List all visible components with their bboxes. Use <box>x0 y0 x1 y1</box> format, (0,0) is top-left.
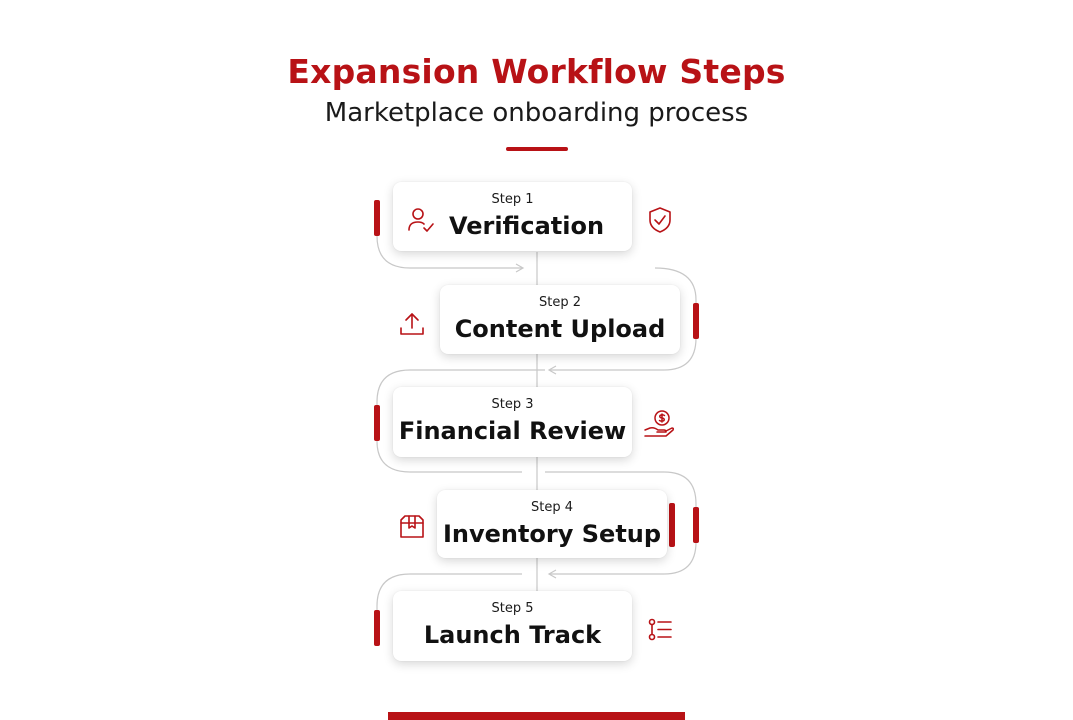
bottom-accent-bar <box>388 712 685 720</box>
title-underline <box>506 147 568 151</box>
accent-bar-step-5 <box>374 610 380 646</box>
step-number: Step 4 <box>530 500 573 515</box>
step-card-5: Step 5 Launch Track <box>393 591 632 661</box>
accent-bar-step-3 <box>374 405 380 441</box>
accent-bar-step-1 <box>374 200 380 236</box>
loop-connector-5 <box>376 573 522 622</box>
hand-dollar-icon <box>642 408 675 440</box>
step-title: Financial Review <box>398 417 627 445</box>
step-card-4: Step 4 Inventory Setup <box>437 490 667 558</box>
step-number: Step 3 <box>491 397 534 412</box>
loop-arrow <box>547 365 557 375</box>
step-card-2: Step 2 Content Upload <box>440 285 680 354</box>
upload-icon <box>396 308 428 340</box>
step-card-3: Step 3 Financial Review <box>393 387 632 457</box>
step-title: Content Upload <box>454 315 666 343</box>
user-check-icon <box>405 204 437 236</box>
checklist-icon <box>644 614 676 646</box>
step-number: Step 1 <box>491 192 534 207</box>
step-number: Step 5 <box>491 601 534 616</box>
step-title: Launch Track <box>423 621 602 649</box>
loop-connector-1 <box>376 235 522 269</box>
loop-arrow <box>547 569 557 579</box>
step-title: Inventory Setup <box>442 520 662 548</box>
step-title: Verification <box>448 212 605 240</box>
loop-arrow <box>515 263 525 273</box>
box-icon <box>396 511 428 543</box>
accent-bar-step-2 <box>693 303 699 339</box>
accent-bar-step-4 <box>693 507 699 543</box>
page-subtitle: Marketplace onboarding process <box>324 98 749 128</box>
step-card-1: Step 1 Verification <box>393 182 632 251</box>
step-number: Step 2 <box>538 295 581 310</box>
shield-check-icon <box>644 204 676 236</box>
page-title: Expansion Workflow Steps <box>287 52 786 91</box>
accent-bar-step-4-inner <box>669 503 675 547</box>
